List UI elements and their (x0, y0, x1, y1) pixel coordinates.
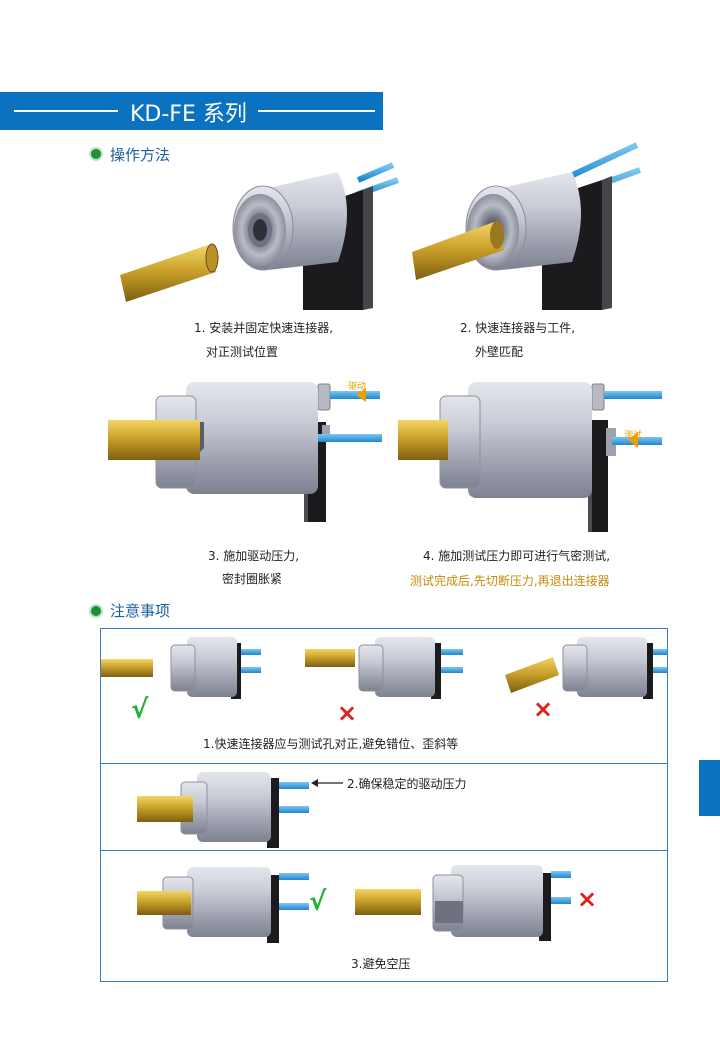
step4-caption-line1: 4. 施加测试压力即可进行气密测试, (423, 549, 611, 563)
series-banner: KD-FE 系列 (0, 92, 383, 130)
note-1-text: 1.快速连接器应与测试孔对正,避免错位、歪斜等 (203, 737, 459, 751)
page-side-tab (699, 760, 720, 816)
banner-line-right (258, 110, 375, 112)
step3-illustration: 驱动 (108, 381, 382, 522)
correct-mark-icon: √ (309, 887, 327, 917)
step2-caption-line1: 2. 快速连接器与工件, (460, 321, 576, 335)
correct-mark-icon: √ (131, 695, 149, 725)
bullet-icon (89, 147, 103, 161)
pointer-arrow-icon (311, 779, 343, 787)
wrong-mark-icon: × (533, 695, 554, 723)
step4-illustration: 测试 (398, 382, 662, 532)
note-panel-pressure: 2.确保稳定的驱动压力 (100, 763, 668, 851)
step3-caption-line2: 密封圈胀紧 (222, 572, 283, 586)
section-title-operation: 操作方法 (110, 146, 171, 164)
pressure-connector-figure (137, 772, 309, 848)
wrong-mark-icon: × (577, 885, 598, 913)
correct-engagement-figure (137, 867, 309, 943)
misaligned-connector-figure (305, 637, 463, 699)
note-2-text: 2.确保稳定的驱动压力 (347, 777, 467, 791)
bullet-icon (89, 604, 103, 618)
series-title: KD-FE 系列 (130, 102, 247, 127)
wrong-mark-icon: × (337, 699, 358, 727)
test-label: 测试 (624, 429, 642, 441)
section-title-notes: 注意事项 (110, 602, 171, 620)
step1-caption-line2: 对正测试位置 (206, 345, 279, 359)
tilted-connector-figure (505, 637, 667, 699)
banner-line-left (14, 110, 118, 112)
step1-illustration (120, 162, 400, 310)
step2-illustration (412, 142, 642, 310)
drive-label: 驱动 (348, 381, 366, 392)
step4-caption-line2: 测试完成后,先切断压力,再退出连接器 (410, 574, 610, 588)
note-panel-empty-pressure: √ × 3.避免空压 (100, 850, 668, 982)
step2-caption-line2: 外壁匹配 (475, 345, 524, 359)
note-3-text: 3.避免空压 (351, 957, 411, 971)
note-panel-alignment: √ × × 1.快速连接器应与测试孔对正,避免错位、歪斜等 (100, 628, 668, 764)
aligned-connector-figure (101, 637, 261, 699)
empty-pressure-figure (355, 865, 571, 941)
step3-caption-line1: 3. 施加驱动压力, (208, 549, 300, 563)
step1-caption-line1: 1. 安装并固定快速连接器, (194, 321, 334, 335)
